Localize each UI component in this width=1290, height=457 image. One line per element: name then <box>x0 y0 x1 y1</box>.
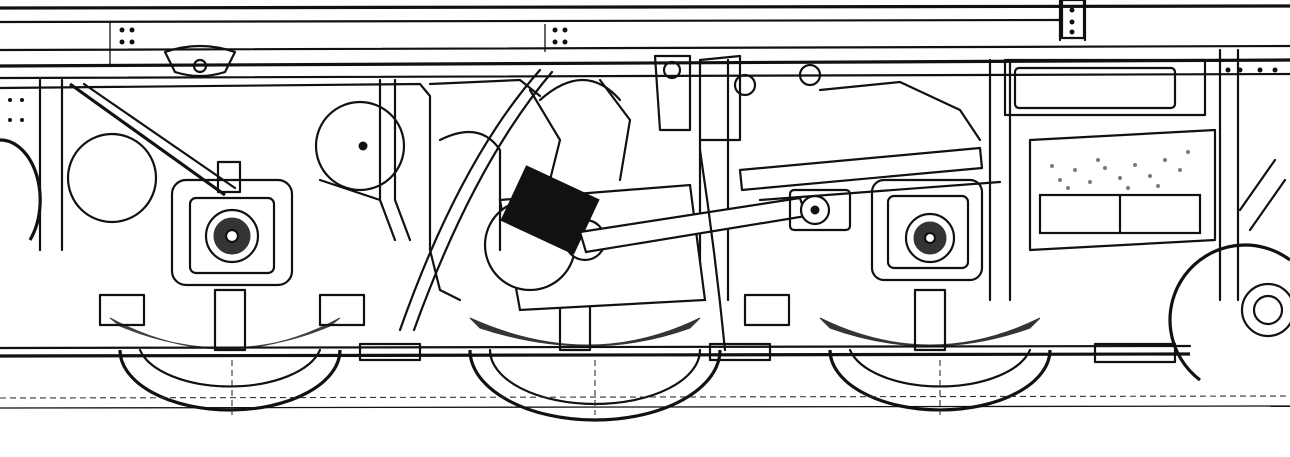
driving-wheel-right-edge <box>1168 243 1290 382</box>
rail-line <box>0 395 1290 409</box>
leaf-spring-1 <box>109 317 341 350</box>
driving-wheel-1 <box>118 348 342 412</box>
axle-box-2 <box>870 178 984 282</box>
pipework <box>318 78 502 252</box>
diagonal-brace <box>69 82 237 197</box>
axle-box-1 <box>170 160 294 287</box>
air-reservoir-right <box>314 100 406 192</box>
driving-wheel-left-edge <box>0 138 42 241</box>
sandbox-fitting <box>163 44 237 78</box>
eccentric-block <box>500 165 600 255</box>
cylinder-block <box>1003 58 1217 252</box>
brake-rod <box>0 342 1192 364</box>
valve-gear <box>528 54 982 182</box>
crosshead-slide-bars <box>738 146 1002 232</box>
leaf-spring-3 <box>819 317 1041 347</box>
connecting-rod <box>578 194 831 254</box>
leaf-spring-2 <box>469 317 701 347</box>
cylinder-shading <box>1050 150 1190 190</box>
air-reservoir-left <box>66 132 158 224</box>
brake-hanger-chains <box>398 68 1287 352</box>
axle-centre-lines <box>231 360 941 415</box>
